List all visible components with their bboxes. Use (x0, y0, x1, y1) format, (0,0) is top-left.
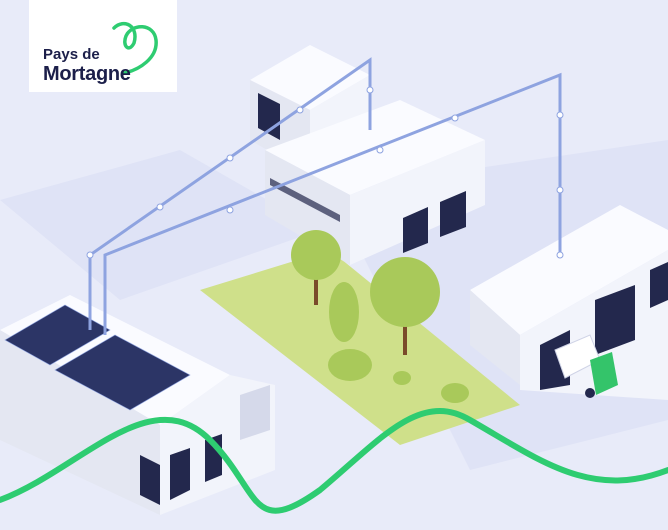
logo-text: Pays de Mortagne (43, 47, 131, 84)
warehouse-right (470, 205, 668, 400)
delivery-truck (554, 334, 618, 398)
cable-nodes (86, 86, 564, 259)
heart-loop-icon (112, 21, 158, 75)
green-wave (0, 407, 668, 514)
solar-building-left (0, 295, 275, 515)
trees (291, 230, 469, 403)
pays-de-mortagne-logo[interactable]: Pays de Mortagne (29, 0, 177, 92)
solar-panels (4, 304, 191, 411)
park-lawn (200, 250, 520, 445)
logo-line1: Pays de (43, 46, 100, 63)
logo-line2: Mortagne (43, 63, 131, 85)
